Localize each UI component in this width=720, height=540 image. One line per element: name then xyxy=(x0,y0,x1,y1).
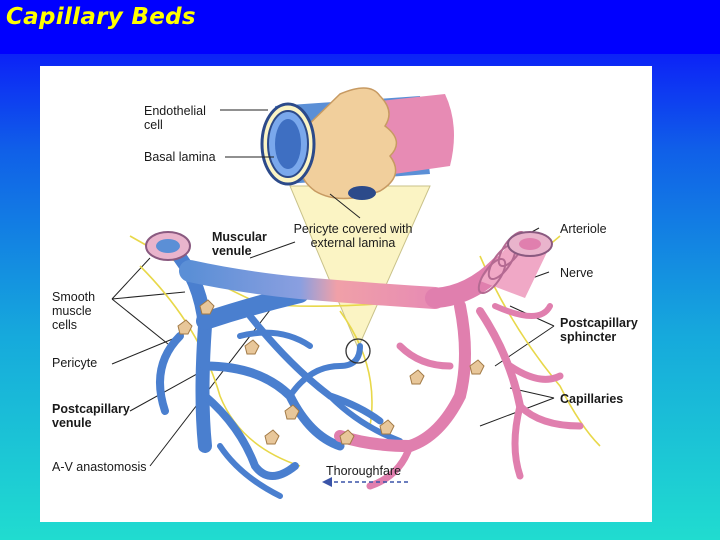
label-av-anastomosis: A-V anastomosis xyxy=(52,460,146,474)
label-thoroughfare: Thoroughfare xyxy=(326,464,401,478)
slide-title: Capillary Beds xyxy=(6,4,196,30)
label-basal-lamina: Basal lamina xyxy=(144,150,216,164)
label-postcapillary-venule: Postcapillary venule xyxy=(52,402,130,430)
capillary-inset xyxy=(262,88,454,200)
thoroughfare-channel xyxy=(190,271,435,298)
label-endothelial-cell: Endothelial cell xyxy=(144,104,206,132)
label-arteriole: Arteriole xyxy=(560,222,607,236)
label-smooth-muscle-cells: Smooth muscle cells xyxy=(52,290,95,332)
zoom-cone xyxy=(290,186,430,348)
diagram-figure: Endothelial cell Basal lamina Pericyte c… xyxy=(40,66,652,522)
label-postcapillary-sphincter: Postcapillary sphincter xyxy=(560,316,638,344)
label-capillaries: Capillaries xyxy=(560,392,623,406)
thoroughfare-arrow xyxy=(322,477,408,487)
title-bar: Capillary Beds xyxy=(0,0,720,54)
capillary-bed-illustration xyxy=(40,66,652,522)
label-pericyte: Pericyte xyxy=(52,356,97,370)
label-pericyte-covered: Pericyte covered with external lamina xyxy=(286,222,420,250)
label-muscular-venule: Muscular venule xyxy=(212,230,267,258)
label-nerve: Nerve xyxy=(560,266,593,280)
